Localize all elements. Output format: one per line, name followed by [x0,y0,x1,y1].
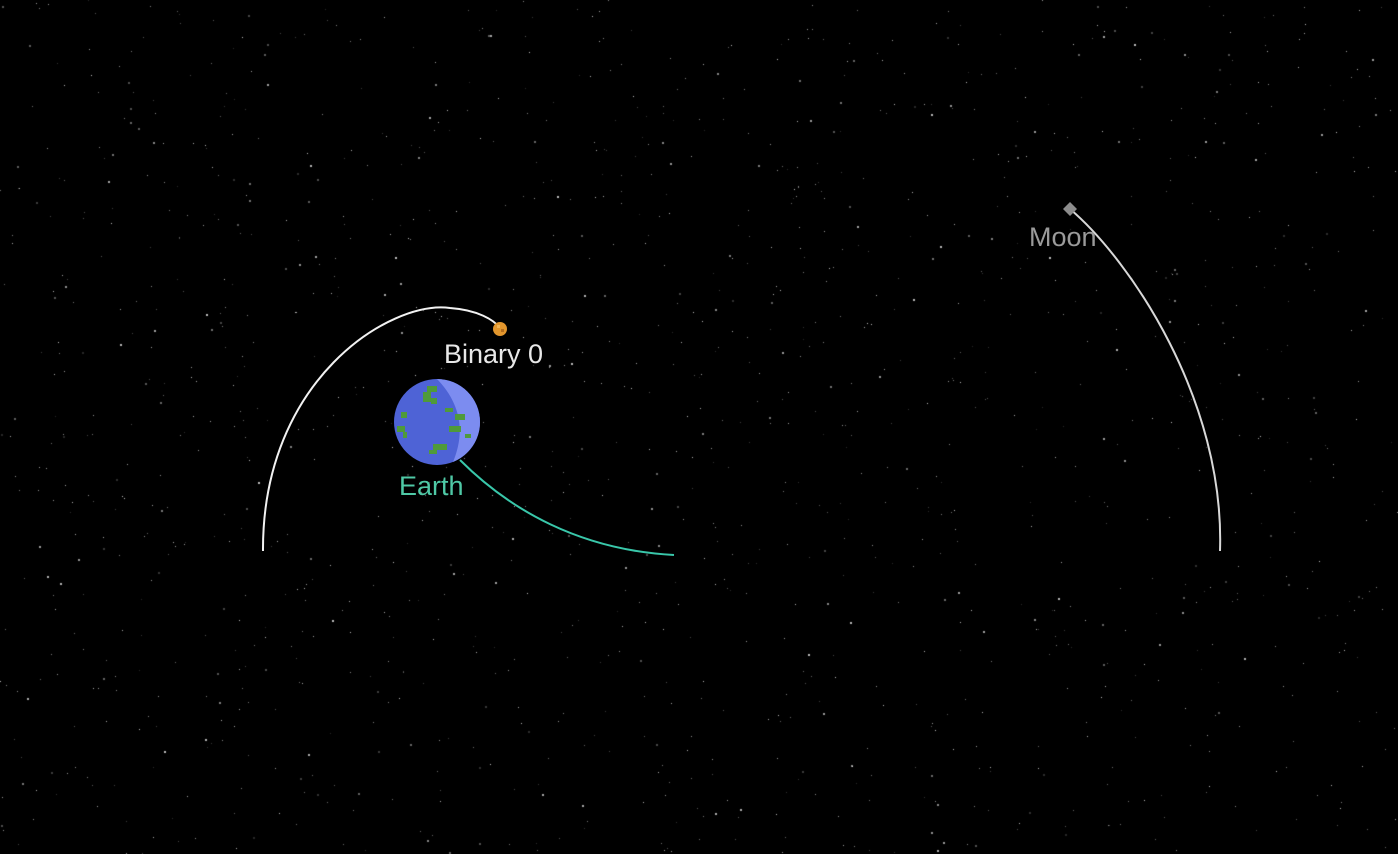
earth-planet-icon[interactable] [393,378,481,466]
earth-orbit-path [459,459,675,556]
moon-label[interactable]: Moon [1029,222,1097,252]
earth-label[interactable]: Earth [399,471,464,501]
binary-0-orbit-path [261,306,501,552]
moon-body-icon[interactable] [1062,201,1078,217]
binary-0-label[interactable]: Binary 0 [444,339,544,369]
moon-orbit-path [1069,208,1222,552]
binary-0-body-icon[interactable] [491,320,509,338]
